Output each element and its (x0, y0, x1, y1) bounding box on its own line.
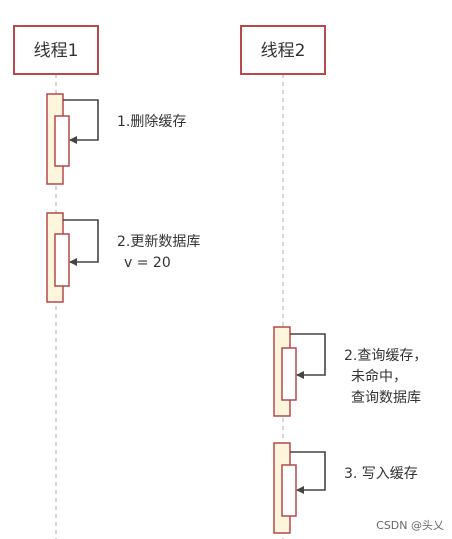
self-message-arrow-2 (63, 219, 99, 266)
actor-box-2 (240, 25, 326, 75)
actor-box-1 (13, 25, 99, 75)
actor-label-2: 线程2 (261, 41, 306, 61)
self-message-arrow-4 (290, 451, 326, 494)
message-label-4-1: 3. 写入缓存 (344, 466, 418, 482)
message-label-2-2: v = 20 (124, 255, 171, 271)
activation-inner-4 (281, 464, 297, 517)
activation-inner-1 (54, 115, 70, 167)
actor-label-1: 线程1 (34, 41, 79, 61)
activation-inner-3 (281, 347, 297, 401)
message-label-3-1: 2.查询缓存， (344, 348, 427, 364)
self-message-arrow-1 (63, 99, 99, 144)
message-label-3-2: 未命中， (351, 368, 407, 385)
watermark: CSDN @头乂 (376, 519, 444, 532)
activation-inner-2 (54, 233, 70, 287)
message-label-2-1: 2.更新数据库 (117, 234, 200, 250)
message-label-1-1: 1.删除缓存 (117, 114, 186, 130)
self-message-arrow-3 (290, 333, 326, 379)
message-label-3-3: 查询数据库 (351, 390, 421, 406)
